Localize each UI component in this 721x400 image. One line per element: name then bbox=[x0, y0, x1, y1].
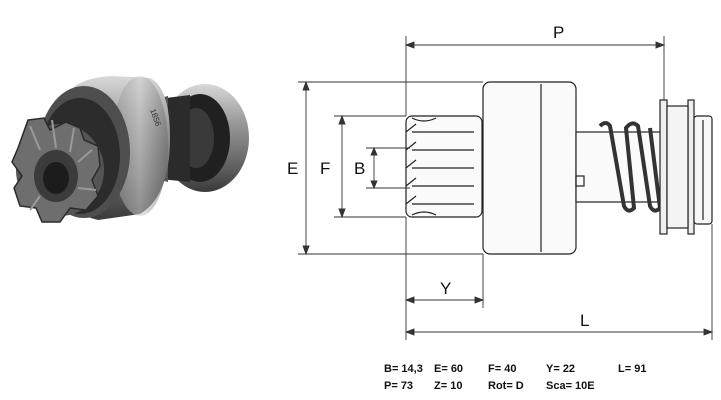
label-B: B bbox=[354, 159, 365, 178]
spec-value: Rot= D bbox=[488, 380, 524, 392]
label-L: L bbox=[580, 311, 589, 330]
label-P: P bbox=[553, 23, 564, 42]
pinion-outline bbox=[405, 115, 483, 218]
spec-value: Sca= 10E bbox=[546, 380, 595, 392]
clutch-body-outline bbox=[482, 81, 577, 255]
spec-value: Y= 22 bbox=[546, 363, 576, 375]
spec-value: Z= 10 bbox=[434, 380, 463, 392]
spring bbox=[598, 121, 663, 213]
spec-value: B= 14,3 bbox=[384, 363, 423, 375]
spec-value: P= 73 bbox=[384, 380, 414, 392]
pinion-gear bbox=[11, 117, 104, 223]
spec-value: F= 40 bbox=[488, 363, 517, 375]
collar-disk bbox=[659, 99, 668, 235]
spec-value: L= 91 bbox=[618, 363, 647, 375]
label-F: F bbox=[320, 159, 330, 178]
dimension-lines bbox=[298, 36, 714, 340]
label-Y: Y bbox=[440, 279, 451, 298]
label-E: E bbox=[287, 159, 298, 178]
product-photo: 1856 bbox=[11, 76, 249, 223]
technical-drawing bbox=[405, 81, 713, 255]
spec-value: E= 60 bbox=[434, 363, 464, 375]
